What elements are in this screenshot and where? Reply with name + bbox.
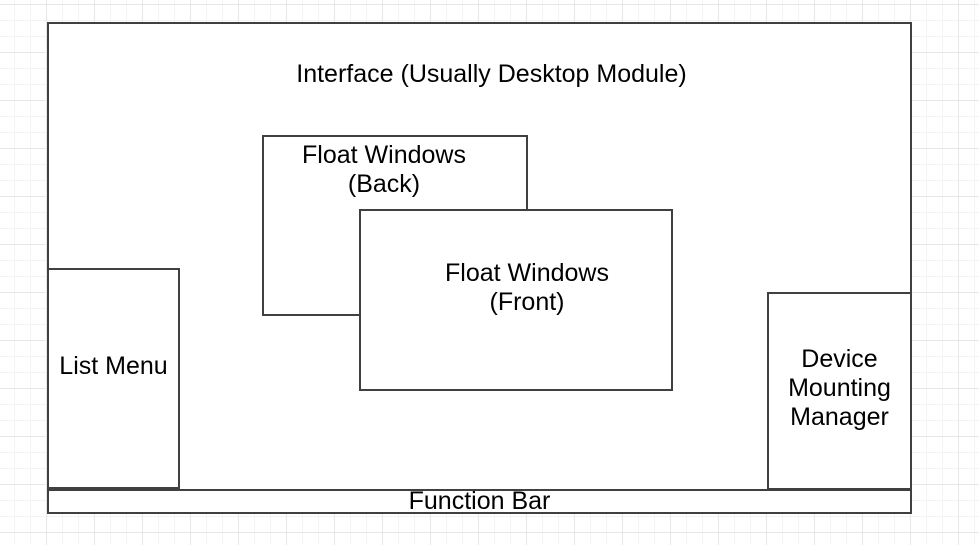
interface-box-label: Interface (Usually Desktop Module) — [296, 60, 687, 88]
function-bar-shape[interactable]: Function Bar — [47, 487, 912, 515]
label-line: Device — [801, 345, 878, 373]
label-line: Manager — [790, 403, 889, 431]
label-line: Mounting — [788, 374, 891, 402]
label-line: (Front) — [489, 288, 565, 316]
device-mounting-manager-shape[interactable]: Device Mounting Manager — [767, 292, 912, 490]
list-menu-shape[interactable]: List Menu — [47, 268, 180, 489]
function-bar-label: Function Bar — [408, 487, 551, 515]
device-mounting-manager-label: Device Mounting Manager — [769, 345, 910, 432]
label-line: (Back) — [347, 170, 421, 198]
float-windows-front-shape[interactable]: Float Windows (Front) — [359, 209, 673, 391]
list-menu-label: List Menu — [59, 352, 168, 380]
label-line: Float Windows — [302, 141, 466, 169]
float-windows-front-label: Float Windows (Front) — [372, 259, 682, 317]
float-windows-back-label: Float Windows (Back) — [253, 141, 515, 199]
label-line: Float Windows — [445, 259, 609, 287]
